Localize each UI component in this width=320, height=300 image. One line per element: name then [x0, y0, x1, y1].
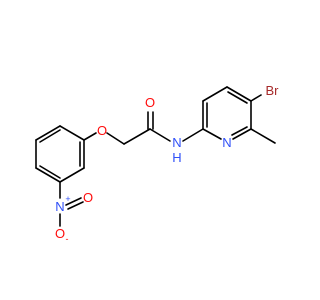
- bond: [250, 128, 276, 144]
- bond: [35, 167, 61, 183]
- oxygen-ether-label: O: [97, 123, 107, 138]
- bromine-label: Br: [266, 83, 280, 98]
- oxygen-nitro-top-label: O: [83, 190, 93, 205]
- bond: [202, 128, 222, 140]
- bond: [227, 91, 248, 104]
- bonds: [35, 86, 276, 227]
- bond: [39, 129, 61, 143]
- oxygen-carbonyl-label: O: [145, 95, 155, 110]
- bond: [67, 201, 84, 210]
- bond: [202, 86, 228, 102]
- bond: [226, 86, 252, 102]
- bond: [182, 128, 204, 142]
- bond: [83, 132, 97, 141]
- bond: [231, 126, 248, 136]
- nitro-plus-charge: +: [65, 194, 70, 204]
- hydrogen-amide-label: H: [172, 150, 181, 165]
- nitrogen-amide-label: N: [172, 135, 181, 150]
- atom-labels: O O N H N Br N + O O -: [55, 83, 279, 244]
- bond: [59, 125, 85, 141]
- bond: [35, 125, 61, 141]
- bond: [59, 167, 85, 183]
- bond: [106, 132, 125, 145]
- bond: [250, 94, 262, 102]
- nitrogen-nitro-label: N: [55, 199, 64, 214]
- nitro-minus-charge: -: [66, 234, 69, 244]
- bond: [232, 128, 252, 140]
- bond: [65, 197, 82, 206]
- bond: [149, 128, 171, 142]
- bond: [39, 165, 61, 179]
- oxygen-nitro-bottom-label: O: [55, 226, 65, 241]
- molecule-structure: O O N H N Br N + O O -: [35, 83, 279, 244]
- bond: [123, 128, 151, 145]
- nitrogen-pyridine-label: N: [222, 135, 231, 150]
